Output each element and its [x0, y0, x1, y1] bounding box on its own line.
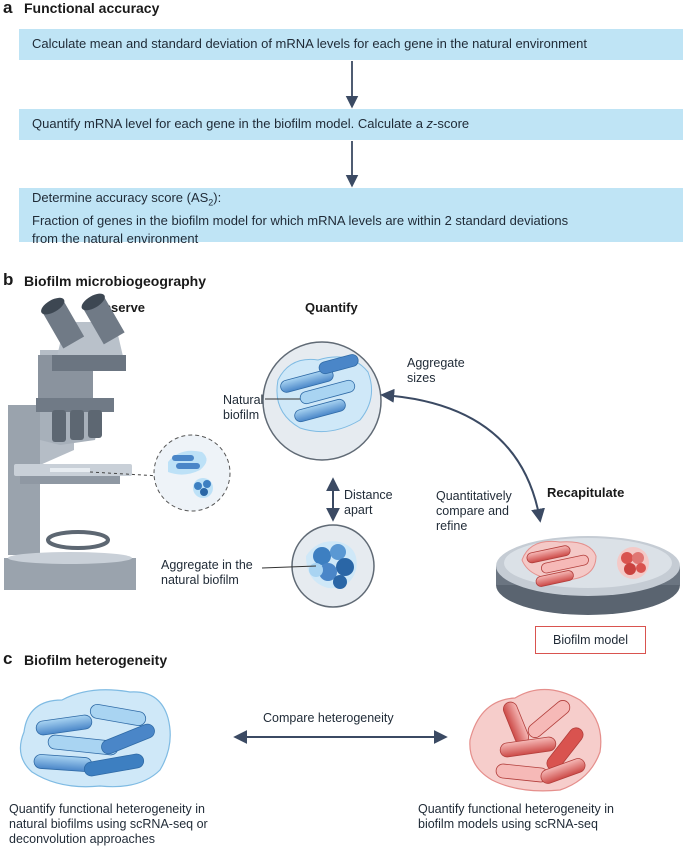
step-3-line-1: Determine accuracy score (AS2): [32, 190, 222, 208]
panel-b-letter: b [3, 270, 14, 289]
step-3-line-3: from the natural environment [32, 230, 199, 246]
natural-biofilm-circle [262, 341, 382, 461]
microscope-icon [4, 293, 136, 590]
quantify-label: Quantify [305, 300, 358, 315]
step-2-suffix: -score [433, 116, 470, 131]
step-3-line-2: Fraction of genes in the biofilm model f… [32, 212, 569, 228]
natural-biofilm-illustration [19, 689, 171, 788]
step-2-text: Quantify mRNA level for each gene in the… [32, 116, 427, 131]
compare-arrow [380, 388, 545, 523]
z-italic: z [426, 116, 434, 131]
panel-a-letter: a [3, 0, 13, 17]
step-box-3: Determine accuracy score (AS2): Fraction… [19, 188, 683, 246]
panel-c-letter: c [3, 649, 13, 668]
panel-c-title: Biofilm heterogeneity [24, 652, 168, 668]
step-box-1: Calculate mean and standard deviation of… [19, 29, 683, 60]
observe-zoom-circle [153, 434, 231, 512]
panel-a-title: Functional accuracy [24, 0, 160, 16]
step-box-2: Quantify mRNA level for each gene in the… [19, 109, 683, 140]
aggregate-circle [291, 524, 375, 608]
biofilm-model-label: Biofilm model [535, 626, 646, 654]
panel-b-title: Biofilm microbiogeography [24, 273, 207, 289]
recapitulate-label: Recapitulate [547, 485, 625, 500]
step-1-text: Calculate mean and standard deviation of… [32, 36, 587, 51]
petri-dish-icon [496, 536, 680, 615]
compare-heterogeneity-label: Compare heterogeneity [263, 711, 394, 725]
model-biofilm-illustration [469, 688, 602, 792]
